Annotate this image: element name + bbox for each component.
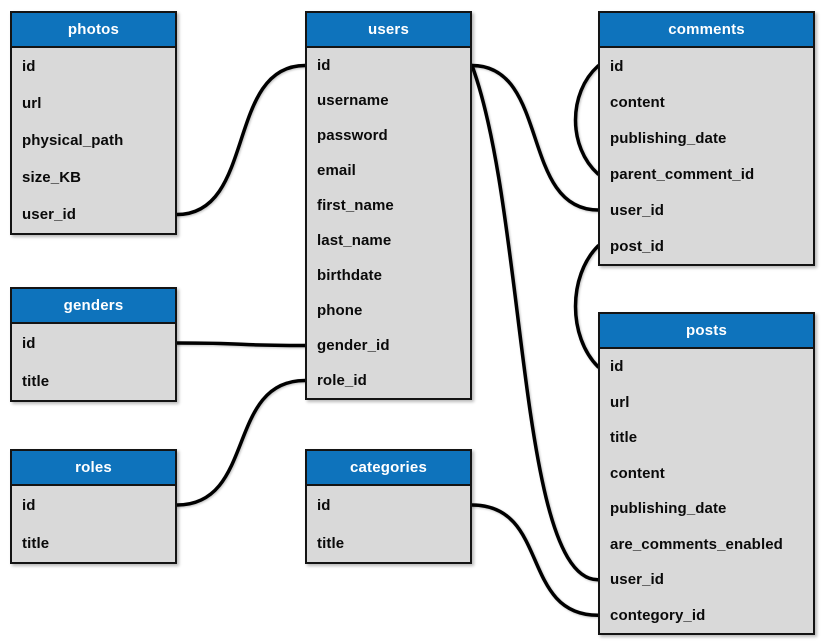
field-row-posts-contegory_id: contegory_id (610, 606, 706, 624)
table-title-posts: posts (600, 314, 813, 349)
field-row-users-first_name: first_name (317, 197, 394, 214)
field-row-photos-user_id: user_id (22, 206, 77, 223)
table-title-roles: roles (12, 451, 175, 486)
field-row-posts-url: url (610, 393, 630, 411)
relationship-comments.id-to-comments.parent_comment_id (573, 64, 600, 176)
relationship-comments.post_id-to-posts.id (573, 244, 600, 369)
field-row-comments-id: id (610, 57, 624, 75)
table-categories: categories id title (305, 449, 472, 564)
field-row-posts-publishing_date: publishing_date (610, 500, 727, 518)
relationship-genders.id-to-users.gender_id (175, 341, 307, 348)
field-row-users-role_id: role_id (317, 372, 367, 389)
field-row-photos-physical_path: physical_path (22, 132, 124, 149)
field-row-users-gender_id: gender_id (317, 337, 390, 354)
field-row-posts-id: id (610, 358, 624, 376)
field-row-genders-title: title (22, 372, 50, 390)
relationship-users.id-to-comments.user_id (470, 63, 600, 212)
field-row-roles-title: title (22, 534, 50, 552)
field-row-photos-url: url (22, 95, 42, 112)
field-row-users-phone: phone (317, 302, 363, 319)
field-row-photos-id: id (22, 58, 36, 75)
table-roles: roles id title (10, 449, 177, 564)
table-comments: comments id content publishing_date parent_c… (598, 11, 815, 266)
field-row-users-last_name: last_name (317, 232, 392, 249)
field-row-comments-publishing_date: publishing_date (610, 129, 727, 147)
table-title-categories: categories (307, 451, 470, 486)
field-row-posts-content: content (610, 464, 665, 482)
field-row-posts-user_id: user_id (610, 571, 665, 589)
field-row-comments-parent_comment_id: parent_comment_id (610, 165, 755, 183)
field-row-users-password: password (317, 127, 388, 144)
field-row-genders-id: id (22, 334, 36, 352)
table-title-comments: comments (600, 13, 813, 48)
table-genders: genders id title (10, 287, 177, 402)
field-row-comments-post_id: post_id (610, 237, 665, 255)
field-row-roles-id: id (22, 496, 36, 514)
field-row-categories-id: id (317, 496, 331, 514)
relationship-photos.user_id-to-users.id (175, 63, 307, 217)
table-photos: photos id url physical_path size_KB user_id (10, 11, 177, 235)
field-row-users-id: id (317, 57, 331, 74)
relationship-users.id-to-posts.user_id (470, 63, 600, 582)
field-row-posts-are_comments_enabled: are_comments_enabled (610, 535, 783, 553)
field-row-comments-user_id: user_id (610, 201, 665, 219)
field-row-users-email: email (317, 162, 356, 179)
field-row-comments-content: content (610, 93, 665, 111)
table-title-photos: photos (12, 13, 175, 48)
field-row-posts-title: title (610, 429, 638, 447)
field-row-users-username: username (317, 92, 389, 109)
table-title-genders: genders (12, 289, 175, 324)
relationship-roles.id-to-users.role_id (175, 378, 307, 507)
field-row-photos-size_KB: size_KB (22, 169, 82, 186)
field-row-users-birthdate: birthdate (317, 267, 383, 284)
field-row-categories-title: title (317, 534, 345, 552)
table-title-users: users (307, 13, 470, 48)
relationship-categories.id-to-posts.contegory_id (470, 503, 600, 617)
